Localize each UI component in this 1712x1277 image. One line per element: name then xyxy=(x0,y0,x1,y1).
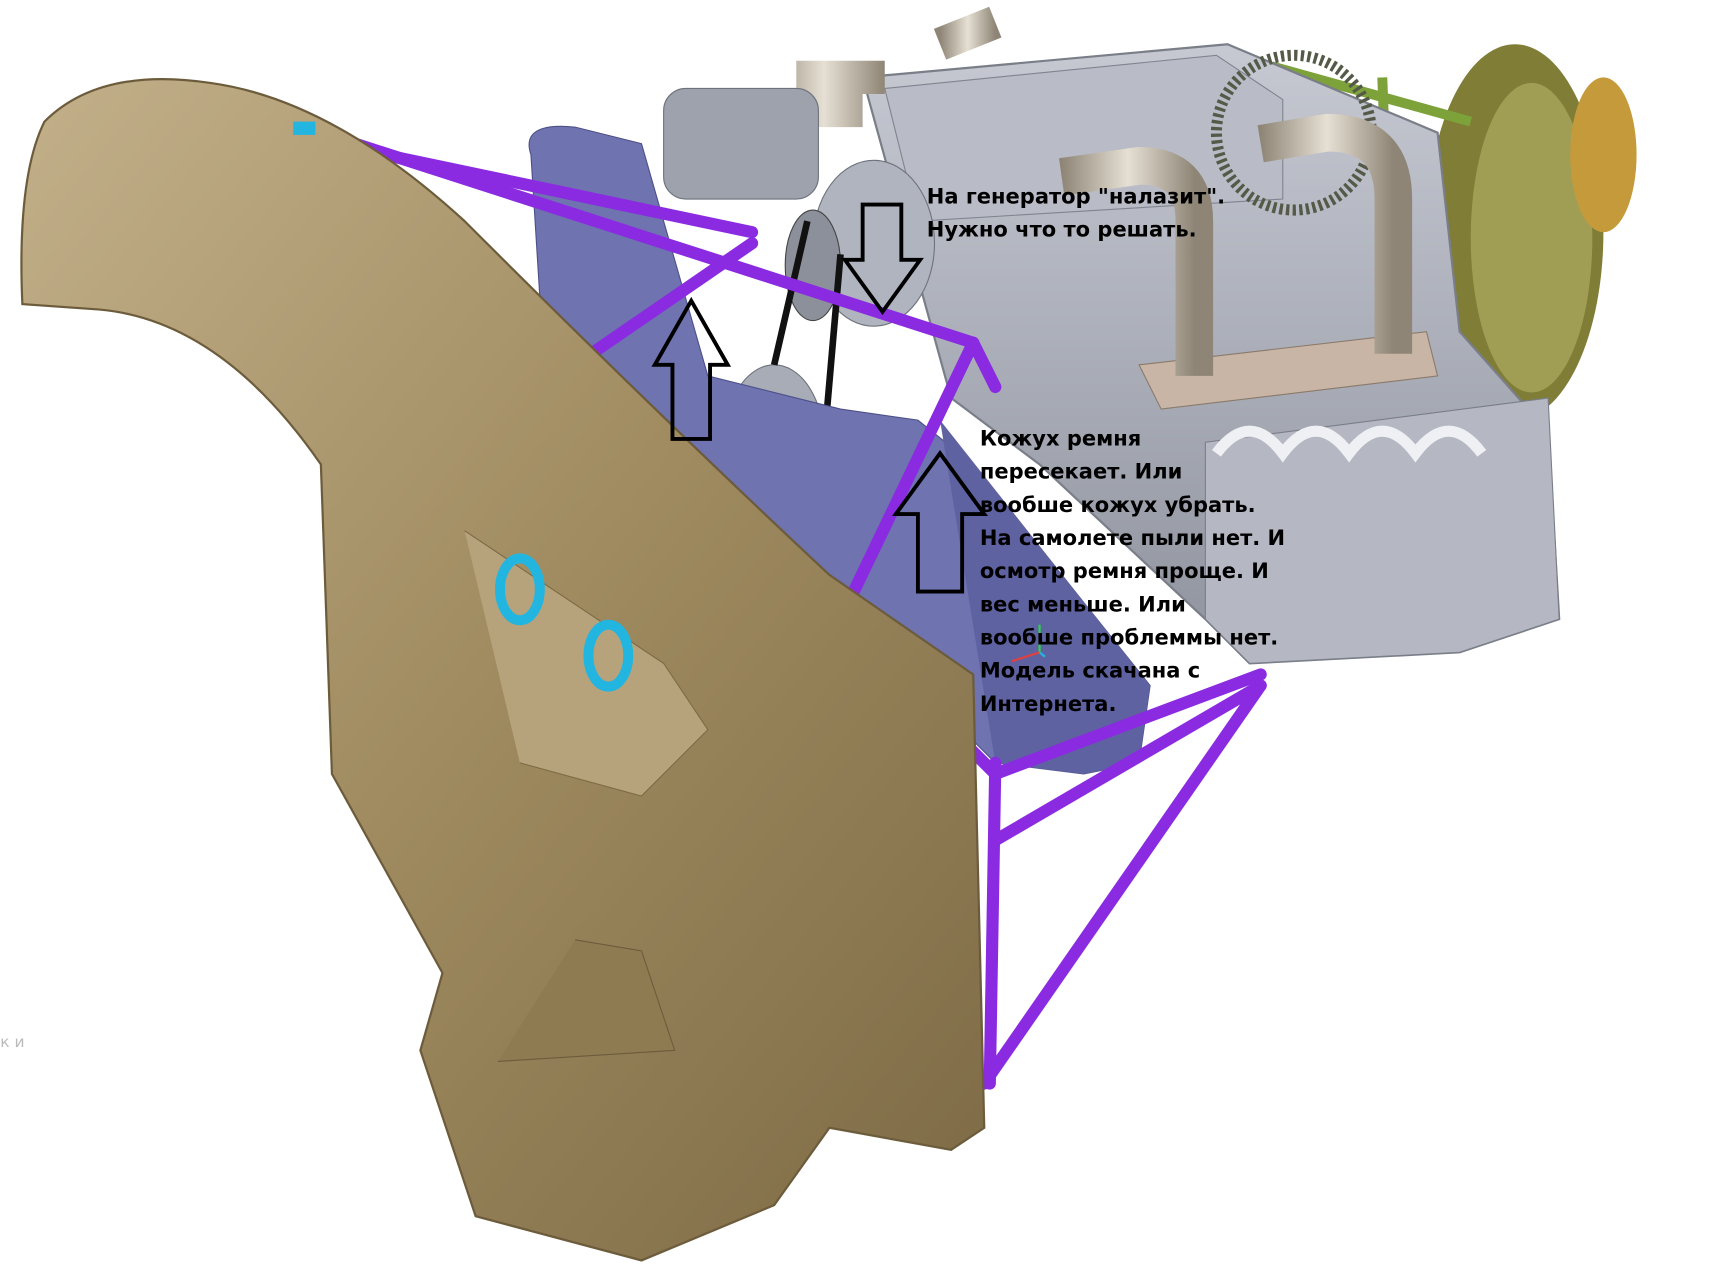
note-line: осмотр ремня проще. И xyxy=(980,559,1269,583)
note-line: Модель скачана с xyxy=(980,659,1200,683)
cowling xyxy=(20,78,986,1262)
gearbox xyxy=(1270,44,1637,421)
note-line: На самолете пыли нет. И xyxy=(980,526,1285,550)
note-line: вес меньше. Или xyxy=(980,592,1186,616)
belt-cover-note: Кожух ремня пересекает. Или вообше кожух… xyxy=(980,427,1293,716)
note-line: Кожух ремня xyxy=(980,427,1141,451)
mount-ring xyxy=(495,553,545,626)
note-line: пересекает. Или xyxy=(980,460,1183,484)
note-line: На генератор "налазит". xyxy=(927,184,1225,208)
edge-text-fragment: к и xyxy=(0,1033,24,1051)
arrow-down-generator xyxy=(841,202,924,316)
mount-ring xyxy=(583,619,634,692)
generator-note: На генератор "налазит". Нужно что то реш… xyxy=(927,184,1233,241)
note-line: вообше кожух убрать. xyxy=(980,493,1256,517)
note-line: Интернета. xyxy=(980,692,1117,716)
arrow-up-left xyxy=(651,296,732,441)
note-line: Нужно что то решать. xyxy=(927,218,1197,242)
note-line: вообше проблеммы нет. xyxy=(980,626,1278,650)
axis-triad-icon xyxy=(1011,624,1046,663)
arrow-up-right xyxy=(892,450,989,594)
